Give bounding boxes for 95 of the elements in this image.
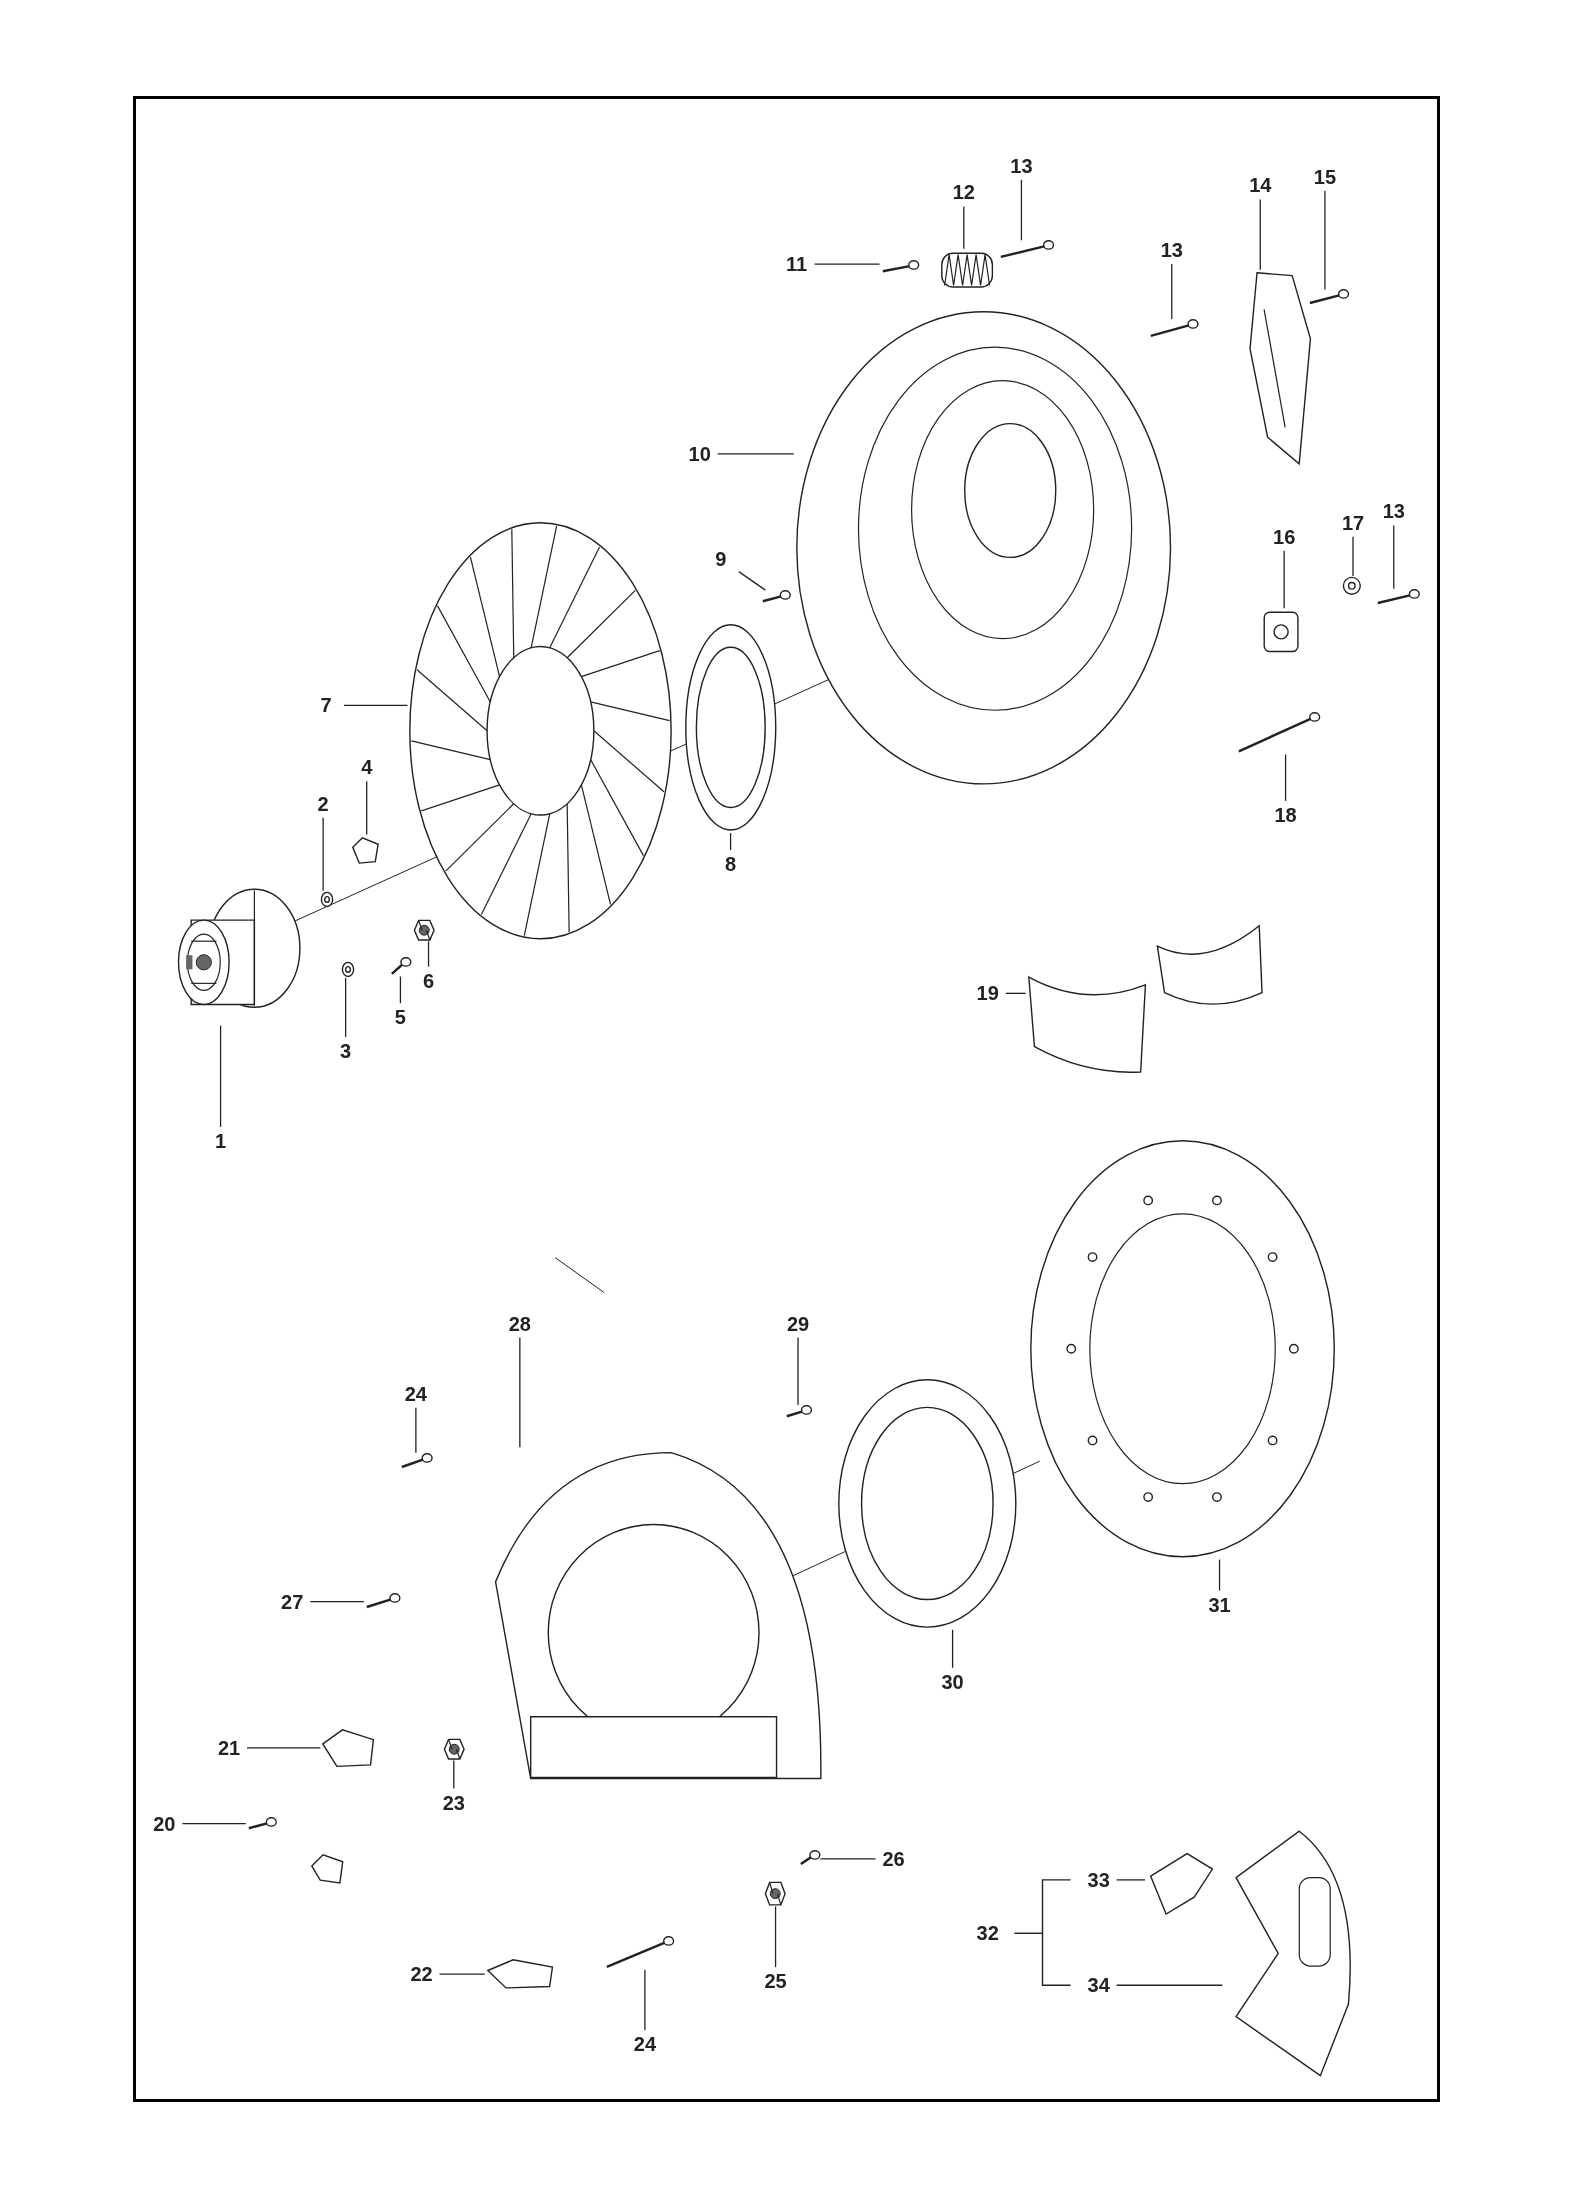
screw-drawing bbox=[798, 1850, 821, 1868]
screw-drawing bbox=[760, 590, 791, 605]
callout-number: 21 bbox=[211, 1733, 247, 1762]
screw-drawing bbox=[399, 1452, 433, 1470]
clip-drawing bbox=[320, 1726, 377, 1769]
callout-number: 34 bbox=[1080, 1971, 1117, 2000]
ring-plate-drawing bbox=[682, 622, 779, 834]
leader-line bbox=[738, 571, 767, 591]
callout-number: 8 bbox=[712, 850, 749, 879]
leader-line bbox=[1324, 190, 1326, 291]
callout-number: 32 bbox=[975, 1921, 1000, 1947]
leader-line bbox=[1116, 1879, 1146, 1881]
ring-drawing bbox=[835, 1376, 1019, 1630]
callout-number: 33 bbox=[1080, 1865, 1117, 1894]
screw-drawing bbox=[389, 956, 412, 977]
bolt-drawing bbox=[604, 1936, 675, 1970]
callout-number: 3 bbox=[327, 1036, 364, 1065]
callout-number: 10 bbox=[681, 439, 718, 468]
leader-line bbox=[797, 1336, 799, 1406]
leader-line bbox=[951, 1629, 954, 1669]
callout-number: 29 bbox=[780, 1309, 817, 1338]
callout-number: 13 bbox=[1153, 236, 1190, 265]
leader-line bbox=[1005, 992, 1027, 994]
leader-line bbox=[963, 205, 965, 250]
leader-line bbox=[343, 704, 409, 706]
leader-line bbox=[1259, 198, 1261, 271]
callout-number: 12 bbox=[945, 178, 982, 207]
nut-drawing bbox=[764, 1881, 787, 1907]
washer-drawing bbox=[341, 961, 356, 978]
leader-line bbox=[729, 832, 732, 851]
leader-line bbox=[399, 975, 402, 1004]
callout-number: 28 bbox=[501, 1309, 538, 1338]
leader-line bbox=[427, 940, 430, 968]
callout-number: 25 bbox=[757, 1967, 794, 1996]
callout-number: 20 bbox=[146, 1809, 183, 1838]
washer-drawing bbox=[320, 890, 335, 908]
leader-line bbox=[1171, 263, 1173, 320]
leader-line bbox=[438, 1973, 486, 1975]
callout-number: 11 bbox=[778, 250, 815, 279]
leader-line bbox=[814, 263, 881, 265]
leader-line bbox=[1116, 1984, 1223, 1986]
callout-number: 30 bbox=[934, 1667, 971, 1696]
callout-number: 24 bbox=[397, 1379, 434, 1408]
leader-line bbox=[1393, 524, 1395, 590]
callout-number: 26 bbox=[875, 1844, 912, 1873]
leader-line bbox=[322, 817, 324, 892]
leader-line bbox=[1020, 179, 1023, 241]
callout-number: 15 bbox=[1306, 163, 1343, 191]
clip-drawing bbox=[349, 834, 381, 866]
leader-line bbox=[717, 453, 795, 455]
callout-number: 27 bbox=[274, 1587, 311, 1616]
callout-number: 16 bbox=[1266, 522, 1303, 551]
callout-number: 5 bbox=[382, 1003, 419, 1032]
leader-line bbox=[309, 1601, 365, 1603]
leader-line bbox=[1283, 550, 1285, 609]
bolt-drawing bbox=[1236, 712, 1321, 755]
leader-line bbox=[366, 780, 368, 836]
leader-line bbox=[774, 1905, 777, 1968]
callout-number: 9 bbox=[702, 545, 739, 574]
callout-number: 18 bbox=[1267, 800, 1304, 829]
leader-line bbox=[345, 977, 347, 1038]
fan-drawing bbox=[407, 519, 675, 942]
screw-drawing bbox=[784, 1405, 813, 1420]
callout-number: 4 bbox=[348, 753, 385, 782]
leader-line bbox=[519, 1336, 521, 1448]
callout-number: 23 bbox=[435, 1788, 472, 1817]
callout-number: 19 bbox=[969, 979, 1006, 1008]
leader-line bbox=[819, 1858, 877, 1860]
leader-line bbox=[181, 1823, 247, 1825]
callout-number: 6 bbox=[410, 966, 447, 995]
leader-line bbox=[644, 1969, 646, 2031]
callout-number: 22 bbox=[403, 1960, 440, 1988]
screw-drawing bbox=[1375, 588, 1421, 606]
leader-line bbox=[246, 1747, 321, 1749]
callout-number: 31 bbox=[1201, 1590, 1238, 1619]
callout-number: 7 bbox=[307, 691, 344, 720]
spacer-drawing bbox=[413, 918, 436, 942]
nut-drawing bbox=[442, 1738, 466, 1761]
callout-number: 13 bbox=[1003, 151, 1040, 180]
callout-number: 17 bbox=[1335, 508, 1371, 537]
callout-number: 13 bbox=[1375, 497, 1412, 526]
leader-line bbox=[1352, 536, 1354, 577]
callout-number: 14 bbox=[1242, 171, 1279, 200]
callout-number: 1 bbox=[202, 1126, 239, 1155]
leader-line bbox=[219, 1025, 222, 1128]
leader-line bbox=[415, 1407, 417, 1454]
fan-housing-drawing bbox=[793, 309, 1174, 787]
callout-number: 2 bbox=[305, 789, 342, 818]
leader-line bbox=[1284, 753, 1287, 802]
washer-drawing bbox=[1341, 576, 1362, 596]
callout-number: 24 bbox=[626, 2030, 663, 2059]
plate-drawing bbox=[1028, 1138, 1338, 1560]
clip-drawing bbox=[484, 1957, 555, 1991]
leader-line bbox=[453, 1759, 455, 1790]
leader-line bbox=[1218, 1558, 1221, 1592]
